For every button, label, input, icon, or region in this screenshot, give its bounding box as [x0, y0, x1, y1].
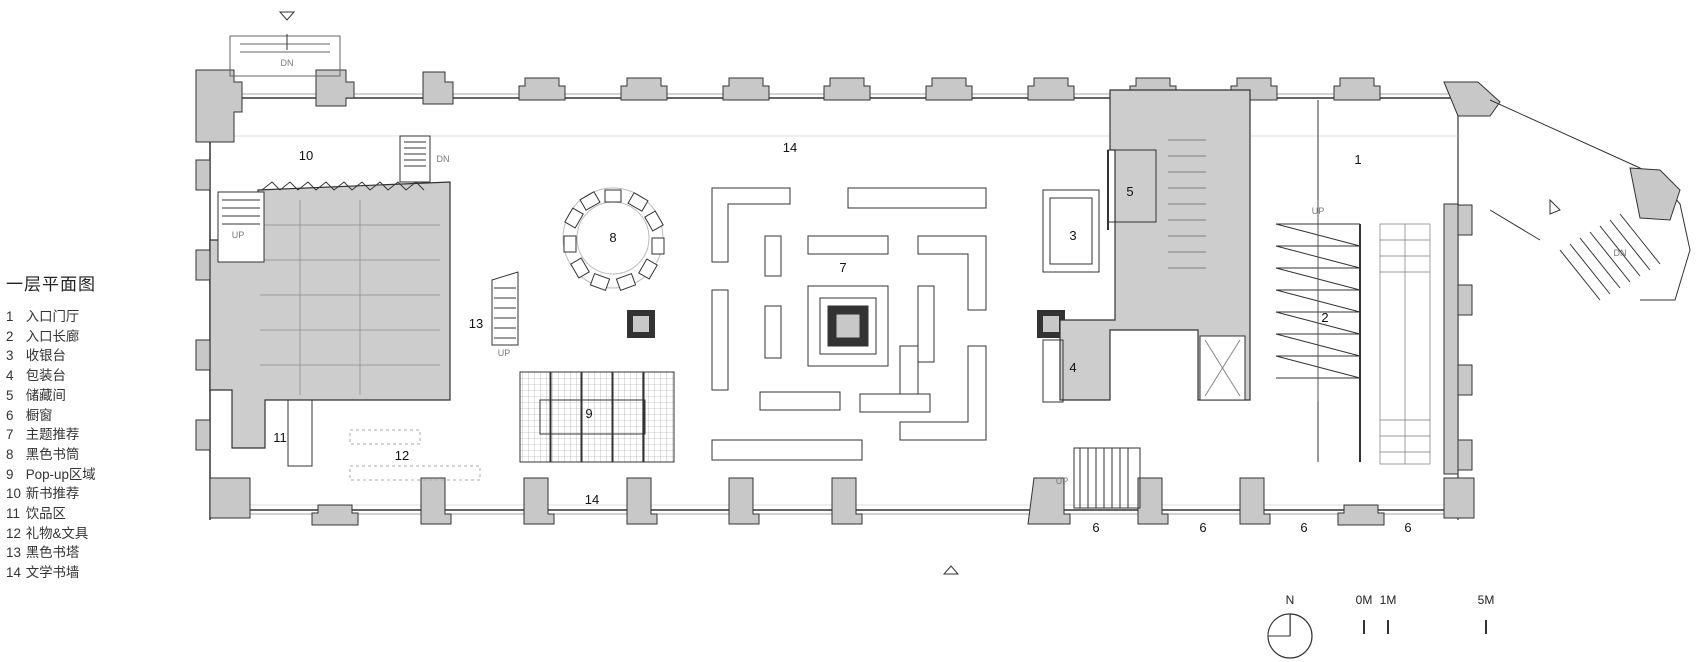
entrance-corridor [1275, 100, 1361, 462]
legend-item-label: 储藏间 [25, 387, 66, 403]
legend-item: 10 新书推荐 [6, 484, 176, 504]
legend-item-number: 13 [6, 545, 21, 561]
scale-label-5m: 5M [1478, 593, 1495, 607]
legend-item-label: 饮品区 [25, 506, 66, 522]
south-stair [1073, 447, 1141, 509]
left-stair [217, 191, 265, 263]
room-label-9: 9 [585, 406, 592, 421]
east-entrance [1443, 81, 1691, 301]
book-tower-stair [491, 271, 519, 346]
scale-bar: 0M 1M 5M [1356, 593, 1495, 634]
escalators [1379, 223, 1431, 465]
legend-item-number: 12 [6, 525, 21, 541]
room-label-6b: 6 [1199, 520, 1206, 535]
right-core [1059, 89, 1251, 401]
legend-list: 1 入口门厅 2 入口长廊 3 收银台 4 包装台 5 储藏间 6 橱窗 7 主… [6, 307, 176, 583]
room-label-1: 1 [1354, 152, 1361, 167]
legend-item-number: 2 [6, 328, 14, 344]
legend-title: 一层平面图 [6, 275, 96, 294]
stair-mark-up-left: UP [232, 230, 245, 240]
legend-item-label: 入口长廊 [25, 328, 80, 344]
theme-display [711, 187, 987, 461]
legend-item-label: 黑色书筒 [25, 446, 80, 462]
room-label-6d: 6 [1404, 520, 1411, 535]
room-label-10: 10 [299, 148, 313, 163]
legend-item-label: 主题推荐 [25, 427, 80, 443]
legend-item-number: 7 [6, 427, 14, 443]
legend-item: 9 Pop-up区域 [6, 465, 176, 485]
legend-item-number: 14 [6, 565, 21, 581]
legend: 一层平面图 1 入口门厅 2 入口长廊 3 收银台 4 包装台 5 储藏间 6 … [6, 270, 176, 583]
legend-item-number: 9 [6, 466, 14, 482]
gift-area-fixtures [287, 399, 481, 481]
legend-item-number: 11 [6, 506, 20, 522]
legend-item-label: Pop-up区域 [25, 466, 96, 482]
legend-item-label: 入口门厅 [25, 309, 80, 324]
legend-item-label: 包装台 [25, 368, 66, 384]
room-label-11: 11 [273, 430, 287, 445]
legend-item-label: 收银台 [25, 348, 66, 364]
legend-item: 5 储藏间 [6, 386, 176, 406]
stair-mark-dn-north: DN [281, 58, 294, 68]
legend-item-label: 黑色书塔 [25, 545, 80, 561]
stair-mark-dn-10: DN [437, 154, 450, 164]
legend-item: 3 收银台 [6, 346, 176, 366]
room-label-14-north: 14 [783, 140, 797, 155]
legend-item: 12 礼物&文具 [6, 524, 176, 544]
room-label-4: 4 [1069, 360, 1076, 375]
stair-dn-10 [399, 135, 431, 183]
room-label-12: 12 [395, 448, 409, 463]
legend-item: 13 黑色书塔 [6, 543, 176, 563]
stair-mark-up-south: UP [1056, 476, 1069, 486]
legend-item: 8 黑色书筒 [6, 445, 176, 465]
room-label-2: 2 [1321, 310, 1328, 325]
legend-item-label: 新书推荐 [25, 486, 80, 502]
legend-item: 7 主题推荐 [6, 425, 176, 445]
room-label-8: 8 [609, 230, 616, 245]
legend-item: 14 文学书墙 [6, 563, 176, 583]
legend-item-number: 10 [6, 486, 21, 502]
legend-item-number: 6 [6, 407, 14, 423]
north-label: N [1286, 593, 1295, 607]
room-label-7: 7 [839, 260, 846, 275]
north-arrow: N [1267, 593, 1313, 659]
legend-item-label: 文学书墙 [25, 565, 80, 581]
legend-item-label: 礼物&文具 [25, 525, 89, 541]
right-wall-piers [1443, 203, 1473, 475]
room-label-13: 13 [469, 316, 483, 331]
legend-item-number: 3 [6, 348, 14, 364]
north-vestibule [229, 11, 341, 77]
legend-item-number: 5 [6, 387, 14, 403]
legend-item-number: 1 [6, 309, 14, 324]
popup-grid [519, 371, 675, 463]
stair-mark-dn-east: DN [1614, 248, 1627, 258]
stair-mark-up-corridor: UP [1312, 206, 1325, 216]
legend-item-number: 4 [6, 368, 14, 384]
scale-label-0m: 0M [1356, 593, 1373, 607]
book-cylinder [562, 187, 665, 292]
room-label-3: 3 [1069, 228, 1076, 243]
legend-item: 4 包装台 [6, 366, 176, 386]
legend-item: 1 入口门厅 [6, 307, 176, 327]
cashier-storage [1042, 149, 1157, 403]
left-wall-piers [195, 159, 211, 451]
legend-item: 6 橱窗 [6, 406, 176, 426]
top-pilasters [195, 69, 1381, 143]
stair-mark-up-13: UP [498, 348, 511, 358]
south-entrance-marker [942, 565, 960, 575]
room-label-14-south: 14 [585, 492, 599, 507]
scale-label-1m: 1M [1380, 593, 1397, 607]
room-label-5: 5 [1126, 184, 1133, 199]
room-label-6a: 6 [1092, 520, 1099, 535]
legend-item-number: 8 [6, 446, 14, 462]
room-label-6c: 6 [1300, 520, 1307, 535]
legend-item: 2 入口长廊 [6, 327, 176, 347]
bottom-pilasters [209, 477, 1475, 526]
legend-item-label: 橱窗 [25, 407, 53, 423]
legend-item: 11 饮品区 [6, 504, 176, 524]
